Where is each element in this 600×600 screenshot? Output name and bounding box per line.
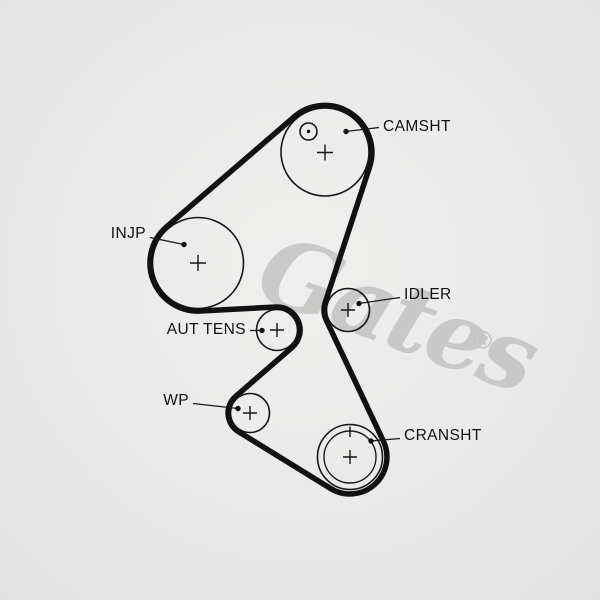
crankshaft-pulley-outer bbox=[316, 423, 384, 491]
injp-label: INJP bbox=[111, 225, 146, 242]
wp-label: WP bbox=[163, 392, 189, 409]
cransht-leader-line bbox=[370, 437, 401, 442]
crankshaft-center-mark bbox=[343, 450, 357, 464]
idler-leader-line bbox=[358, 296, 401, 305]
camshaft-timing-dot bbox=[306, 129, 311, 134]
idler-center-mark bbox=[341, 303, 355, 317]
camsht-leader-line bbox=[345, 126, 380, 133]
camsht-label: CAMSHT bbox=[383, 118, 451, 135]
timing-belt bbox=[147, 102, 390, 497]
cransht-leader-dot bbox=[368, 438, 374, 444]
wp-leader-line bbox=[192, 402, 239, 410]
water-pump-center-mark bbox=[243, 406, 257, 420]
tensioner-center-mark bbox=[270, 323, 284, 337]
camshaft-center-mark bbox=[317, 144, 333, 161]
aut-tens-leader-dot bbox=[259, 327, 265, 334]
wp-leader-dot bbox=[235, 405, 241, 412]
idler-leader-dot bbox=[356, 300, 362, 307]
injp-leader-line bbox=[149, 236, 185, 246]
aut-tens-label: AUT TENS bbox=[167, 321, 246, 338]
cransht-label: CRANSHT bbox=[404, 427, 482, 444]
camsht-leader-dot bbox=[343, 128, 349, 135]
idler-label: IDLER bbox=[404, 286, 452, 303]
injp-leader-dot bbox=[181, 241, 187, 248]
camshaft-timing-hole bbox=[299, 122, 318, 141]
injection-pump-center-mark bbox=[190, 255, 206, 271]
